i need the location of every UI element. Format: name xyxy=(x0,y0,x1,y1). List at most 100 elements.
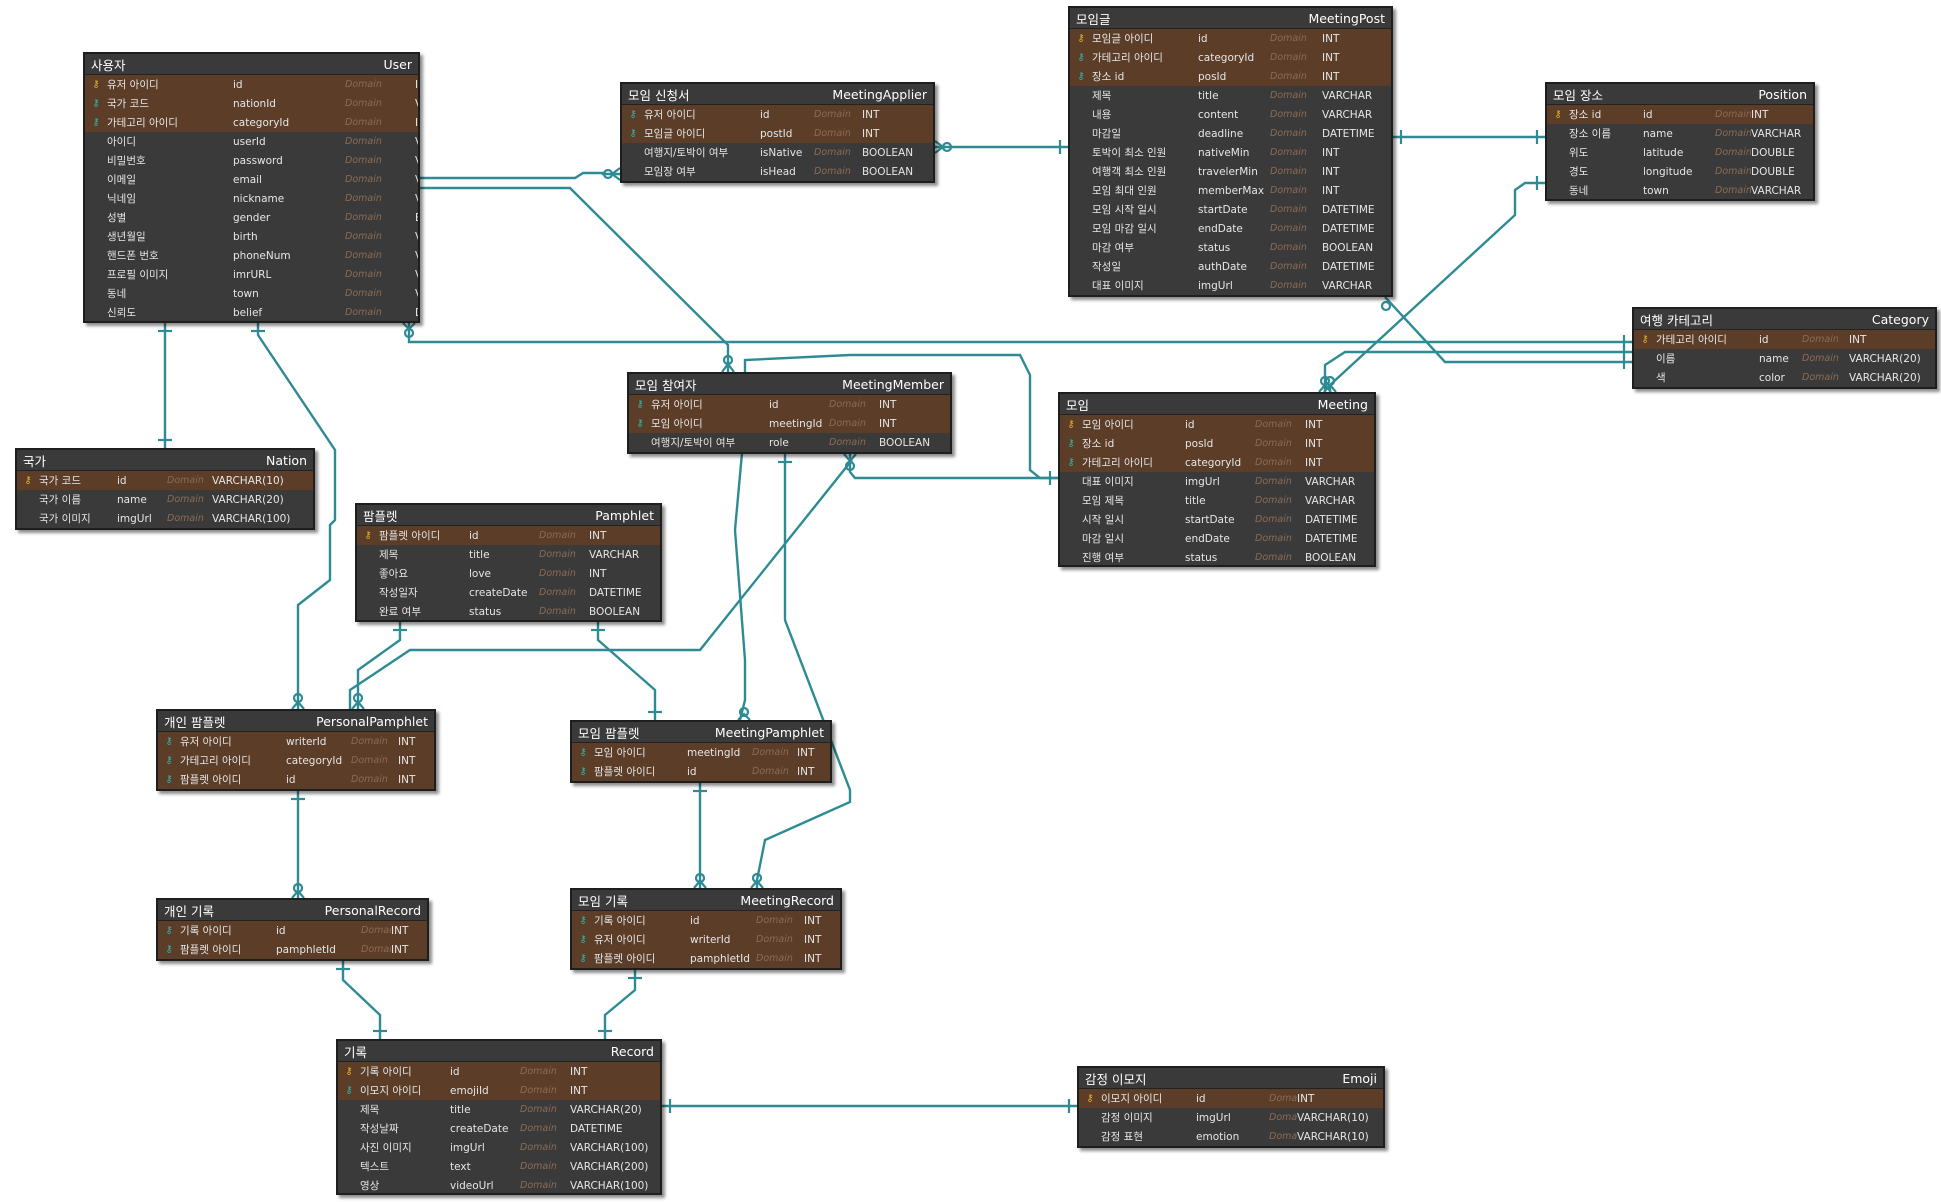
table-row[interactable]: 비밀번호passwordDomainVARCHAR(30) xyxy=(85,151,418,170)
field-logical-name: 토박이 최소 인원 xyxy=(1092,147,1167,159)
field-type: DATETIME xyxy=(1322,260,1375,273)
table-row[interactable]: 신뢰도beliefDomainDOUBLE xyxy=(85,303,418,322)
table-row[interactable]: 닉네임nicknameDomainVARCHAR(30) xyxy=(85,189,418,208)
table-row[interactable]: 성별genderDomainBOOLEAN xyxy=(85,208,418,227)
table-row[interactable]: 프로필 이미지imrURLDomainVARCHAR(100) xyxy=(85,265,418,284)
field-domain: Domain xyxy=(167,494,204,505)
field-domain: Domain xyxy=(814,166,851,177)
table-row[interactable]: 감정 표현emotionDomainVARCHAR(10) xyxy=(1079,1127,1383,1146)
field-physical-name: isHead xyxy=(760,165,796,178)
field-physical-name: title xyxy=(1185,494,1206,507)
table-row[interactable]: 생년월일birthDomainVARCHAR(30) xyxy=(85,227,418,246)
table-row[interactable]: 이메일emailDomainVARCHAR(30) xyxy=(85,170,418,189)
table-row[interactable]: 핸드폰 번호phoneNumDomainVARCHAR(30) xyxy=(85,246,418,265)
table-row[interactable]: ⚷국가 코드nationIdDomainVARCHAR(10) xyxy=(85,94,418,113)
field-domain: Domain xyxy=(829,399,866,410)
table-row[interactable]: 아이디userIdDomainVARCHAR(30) xyxy=(85,132,418,151)
